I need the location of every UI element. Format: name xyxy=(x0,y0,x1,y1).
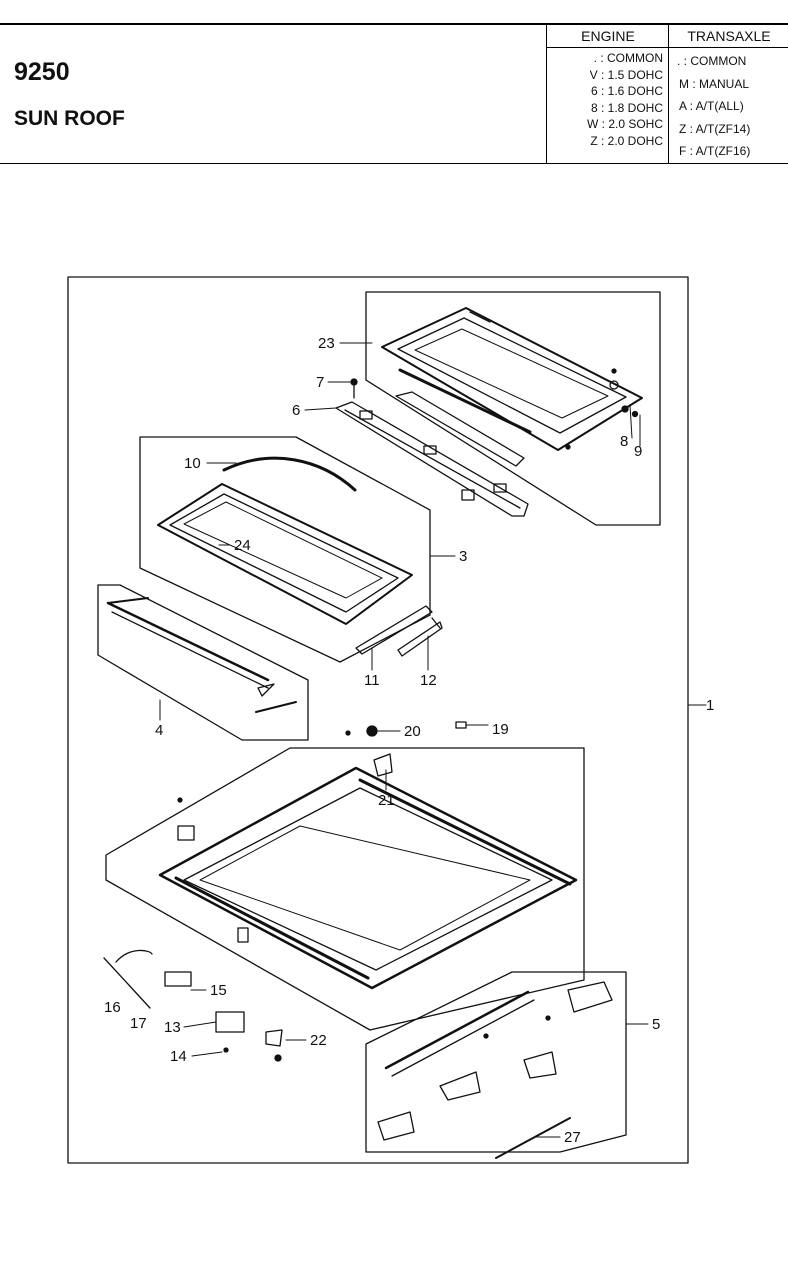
deflector-part-6 xyxy=(335,378,529,517)
callout-19: 19 xyxy=(492,721,509,738)
callout-27: 27 xyxy=(564,1129,581,1146)
transaxle-code: F : A/T(ZF16) xyxy=(679,144,751,159)
callout-10: 10 xyxy=(184,455,201,472)
callout-22: 22 xyxy=(310,1032,327,1049)
engine-header: ENGINE xyxy=(547,25,669,48)
mechanism-group-5 xyxy=(365,971,627,1159)
callout-5: 5 xyxy=(652,1016,660,1033)
callout-16: 16 xyxy=(104,999,121,1016)
header-top-rule xyxy=(0,23,788,25)
callout-labels: 1 3 4 5 6 7 8 9 10 11 12 13 14 15 16 17 … xyxy=(104,335,714,1146)
frame-housing xyxy=(105,747,585,1031)
motor-group xyxy=(103,949,283,1062)
part-number: 9250 xyxy=(14,58,70,86)
callout-9: 9 xyxy=(634,443,642,460)
engine-code: 6 : 1.6 DOHC xyxy=(590,84,663,99)
callout-3: 3 xyxy=(459,548,467,565)
transaxle-code: M : MANUAL xyxy=(679,76,750,91)
callout-13: 13 xyxy=(164,1019,181,1036)
callout-17: 17 xyxy=(130,1015,147,1032)
rail-group-4 xyxy=(97,584,309,741)
callout-20: 20 xyxy=(404,723,421,740)
transaxle-code: . : COMMON xyxy=(677,54,747,68)
parts-11-12 xyxy=(355,605,443,657)
assembly-frame xyxy=(67,276,689,1164)
callout-24: 24 xyxy=(234,537,251,554)
engine-column: ENGINE . : COMMON V : 1.5 DOHC 6 : 1.6 D… xyxy=(546,25,669,163)
callout-12: 12 xyxy=(420,672,437,689)
transaxle-header: TRANSAXLE xyxy=(669,25,788,48)
part-name: SUN ROOF xyxy=(14,107,125,130)
callout-7: 7 xyxy=(316,374,324,391)
transaxle-code: Z : A/T(ZF14) xyxy=(679,121,751,136)
engine-code: V : 1.5 DOHC xyxy=(589,67,663,82)
callout-6: 6 xyxy=(292,402,300,419)
callout-21: 21 xyxy=(378,792,395,809)
leader-lines xyxy=(159,342,707,1138)
header-bottom-rule xyxy=(0,163,788,164)
callout-15: 15 xyxy=(210,982,227,999)
callout-14: 14 xyxy=(170,1048,187,1065)
callout-11: 11 xyxy=(364,672,380,689)
engine-code: W : 2.0 SOHC xyxy=(586,117,663,132)
callout-4: 4 xyxy=(155,722,163,739)
callout-8: 8 xyxy=(620,433,628,450)
group-23-panel xyxy=(365,291,661,526)
engine-code: Z : 2.0 DOHC xyxy=(590,133,663,148)
transaxle-column: TRANSAXLE . : COMMON M : MANUAL A : A/T(… xyxy=(668,25,788,163)
engine-code: 8 : 1.8 DOHC xyxy=(590,100,663,115)
callout-23: 23 xyxy=(318,335,335,352)
engine-code: . : COMMON xyxy=(593,51,663,65)
glass-panel-group-3 xyxy=(139,436,431,663)
code-legend-table: ENGINE . : COMMON V : 1.5 DOHC 6 : 1.6 D… xyxy=(546,25,788,163)
callout-1: 1 xyxy=(706,697,714,714)
parts-19-20-21 xyxy=(345,721,467,777)
transaxle-code: A : A/T(ALL) xyxy=(679,99,744,114)
